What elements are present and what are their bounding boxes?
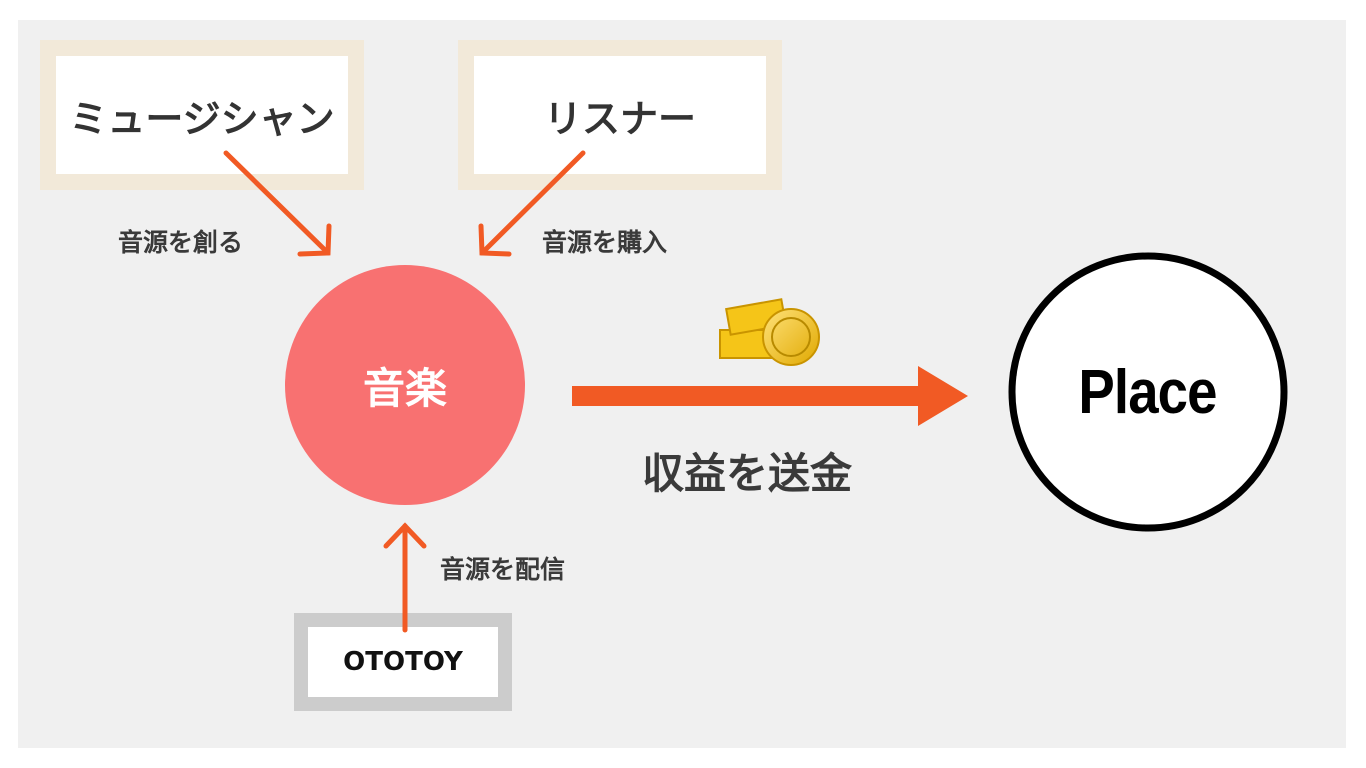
revenue-arrow <box>572 366 968 426</box>
purchase-label: 音源を購入 <box>542 228 668 257</box>
place-label: Place <box>1012 256 1284 528</box>
music-label: 音楽 <box>285 265 525 505</box>
create-label: 音源を創る <box>118 228 244 257</box>
listener-box: リスナー <box>458 40 782 190</box>
musician-label: ミュージシャン <box>69 96 335 141</box>
music-circle <box>285 265 525 505</box>
listener-label: リスナー <box>543 96 696 141</box>
coins-icon <box>719 298 820 366</box>
music-text: 音楽 <box>362 363 447 413</box>
purchase-arrow <box>478 150 586 257</box>
place-text: Place <box>1078 357 1218 427</box>
musician-box: ミュージシャン <box>40 40 364 190</box>
create-arrow <box>223 150 332 257</box>
distribute-label: 音源を配信 <box>440 555 566 584</box>
distribute-arrow <box>383 522 427 633</box>
revenue-label: 収益を送金 <box>642 449 853 498</box>
place-circle <box>1008 252 1288 532</box>
ototoy-label: OTOTOY <box>343 647 463 677</box>
